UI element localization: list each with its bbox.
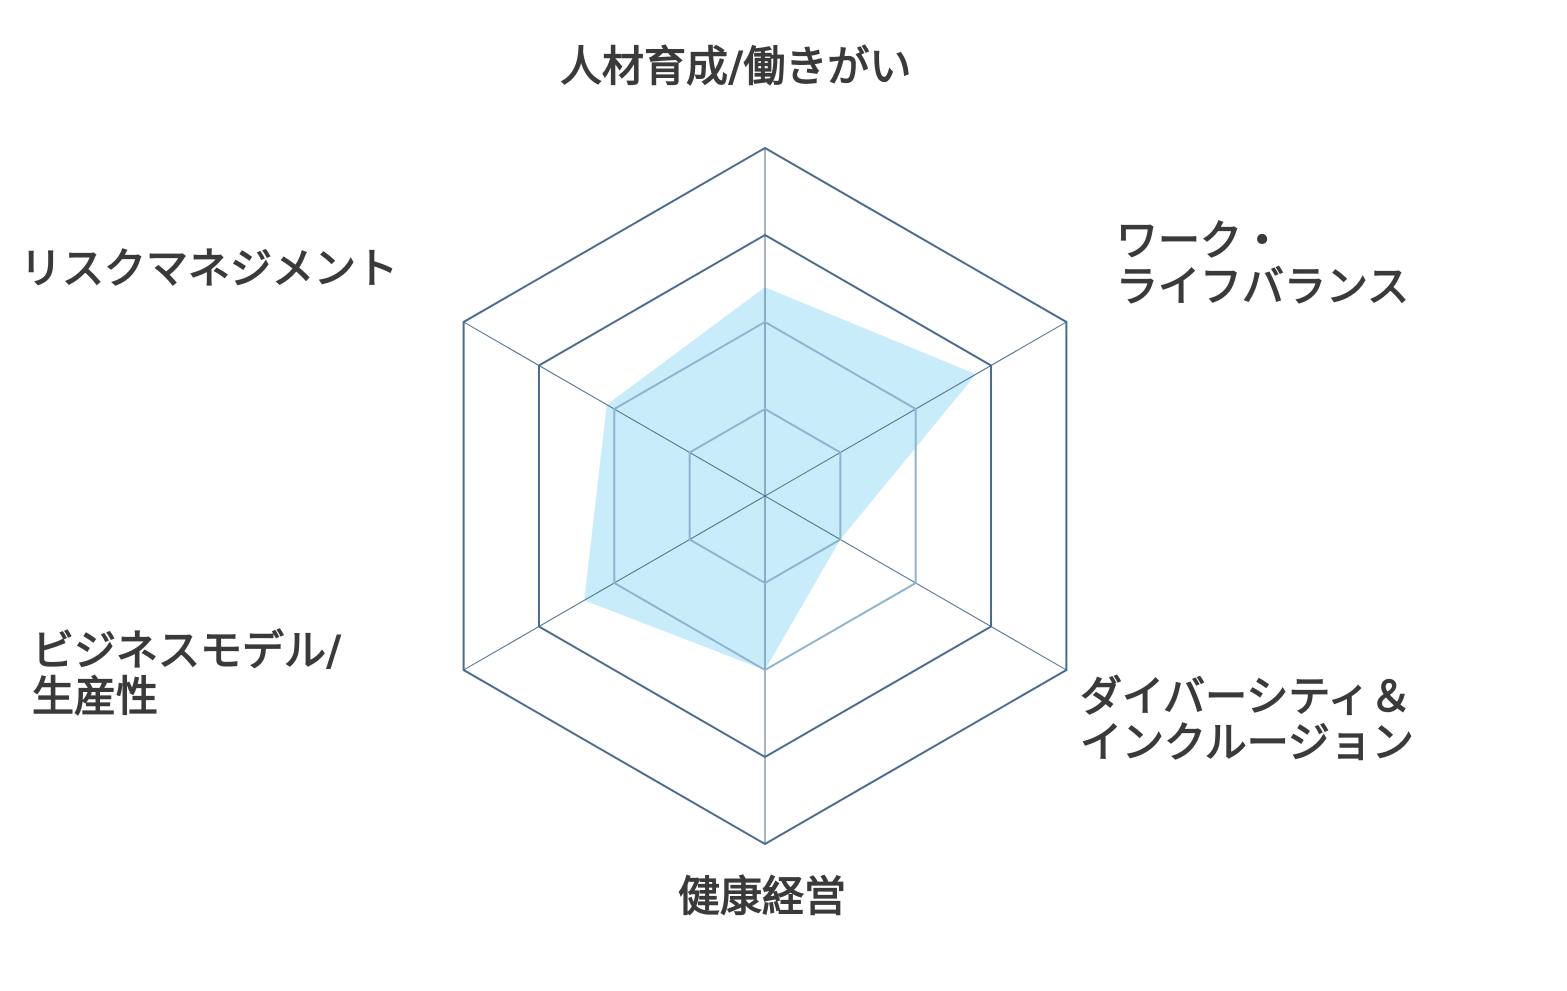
axis-label-health-management: 健康経営 <box>678 872 847 921</box>
grid-ring <box>537 233 993 759</box>
grid-ring <box>613 320 917 672</box>
series-area <box>584 287 976 670</box>
grid-ring <box>462 146 1068 846</box>
axis-label-business-model-productivity: ビジネスモデル/ 生産性 <box>32 626 342 721</box>
grid-ring <box>688 407 842 585</box>
axis-label-work-life-balance: ワーク・ ライフバランス <box>1116 216 1410 311</box>
axis-label-risk-management: リスクマネジメント <box>20 244 399 293</box>
axis-label-human-development: 人材育成/働きがい <box>560 42 912 91</box>
axis-label-diversity-inclusion: ダイバーシティ＆ インクルージョン <box>1080 672 1414 767</box>
